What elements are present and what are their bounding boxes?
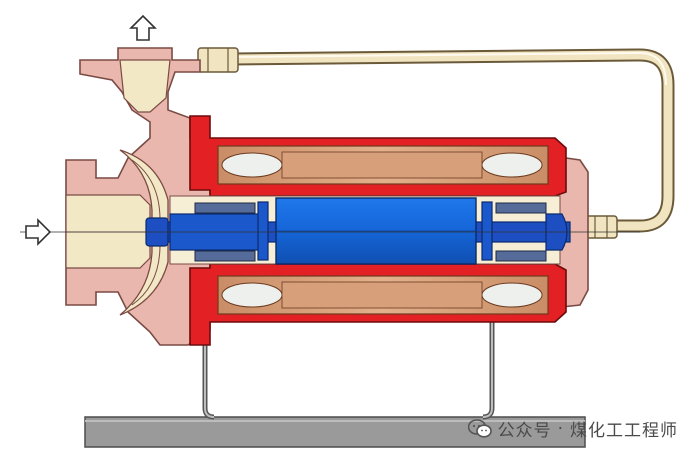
watermark-separator: · <box>557 418 564 439</box>
circulation-pipe <box>197 47 675 239</box>
watermark: 公众号 · 煤化工工程师 <box>467 416 678 441</box>
watermark-name: 煤化工工程师 <box>570 421 678 441</box>
inlet-arrow-icon <box>25 218 52 246</box>
wechat-icon <box>467 418 492 438</box>
base-plate <box>84 416 586 448</box>
stator <box>217 145 549 315</box>
rotor-assembly <box>145 197 571 265</box>
watermark-channel: 公众号 <box>497 421 552 441</box>
pump-casing <box>65 47 589 346</box>
outlet-arrow-icon <box>129 14 157 41</box>
support-stand <box>202 316 495 420</box>
